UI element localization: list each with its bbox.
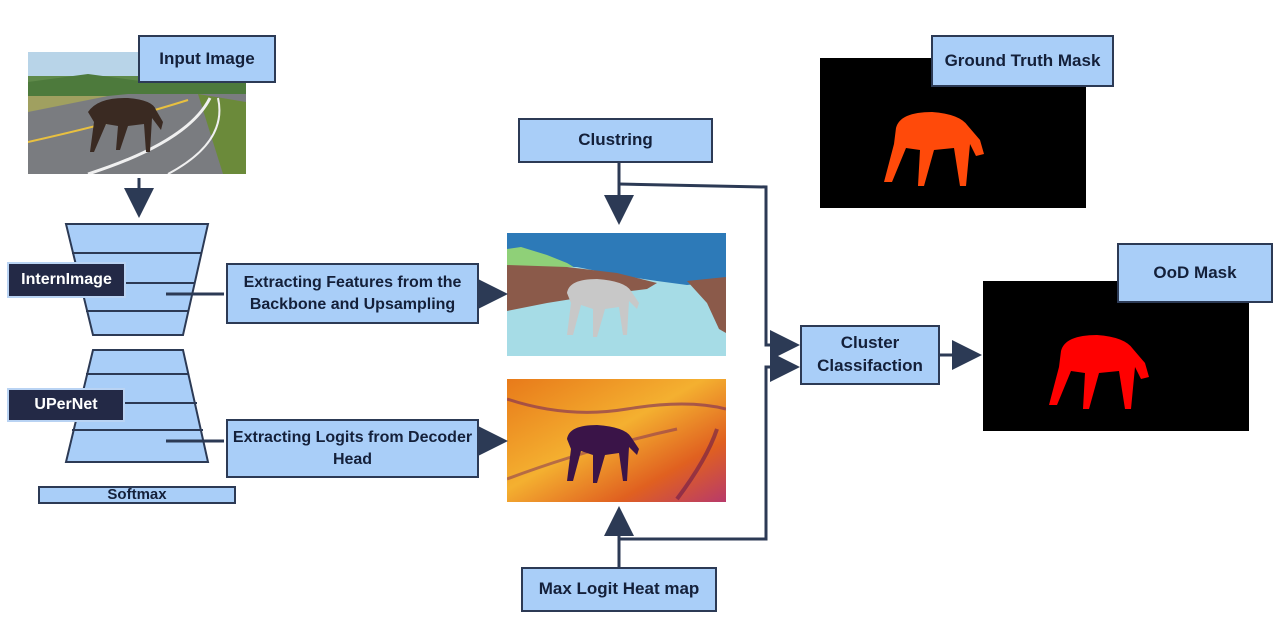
heatmap [507, 379, 726, 502]
clustering-box: Clustring [518, 118, 713, 163]
extract-features-box: Extracting Features from the Backbone an… [226, 263, 479, 324]
internimage-label: InternImage [7, 262, 126, 298]
upernet-trapezoid [64, 349, 210, 463]
extract-logits-box: Extracting Logits from Decoder Head [226, 419, 479, 478]
internimage-trapezoid [64, 223, 210, 336]
ground-truth-label: Ground Truth Mask [931, 35, 1114, 87]
upernet-label: UPerNet [7, 388, 125, 422]
input-image-label: Input Image [138, 35, 276, 83]
ood-mask-label: OoD Mask [1117, 243, 1273, 303]
softmax-label: Softmax [38, 486, 236, 504]
max-logit-box: Max Logit Heat map [521, 567, 717, 612]
cluster-classification-box: Cluster Classifaction [800, 325, 940, 385]
ood-mask [983, 281, 1249, 431]
cluster-map [507, 233, 726, 356]
